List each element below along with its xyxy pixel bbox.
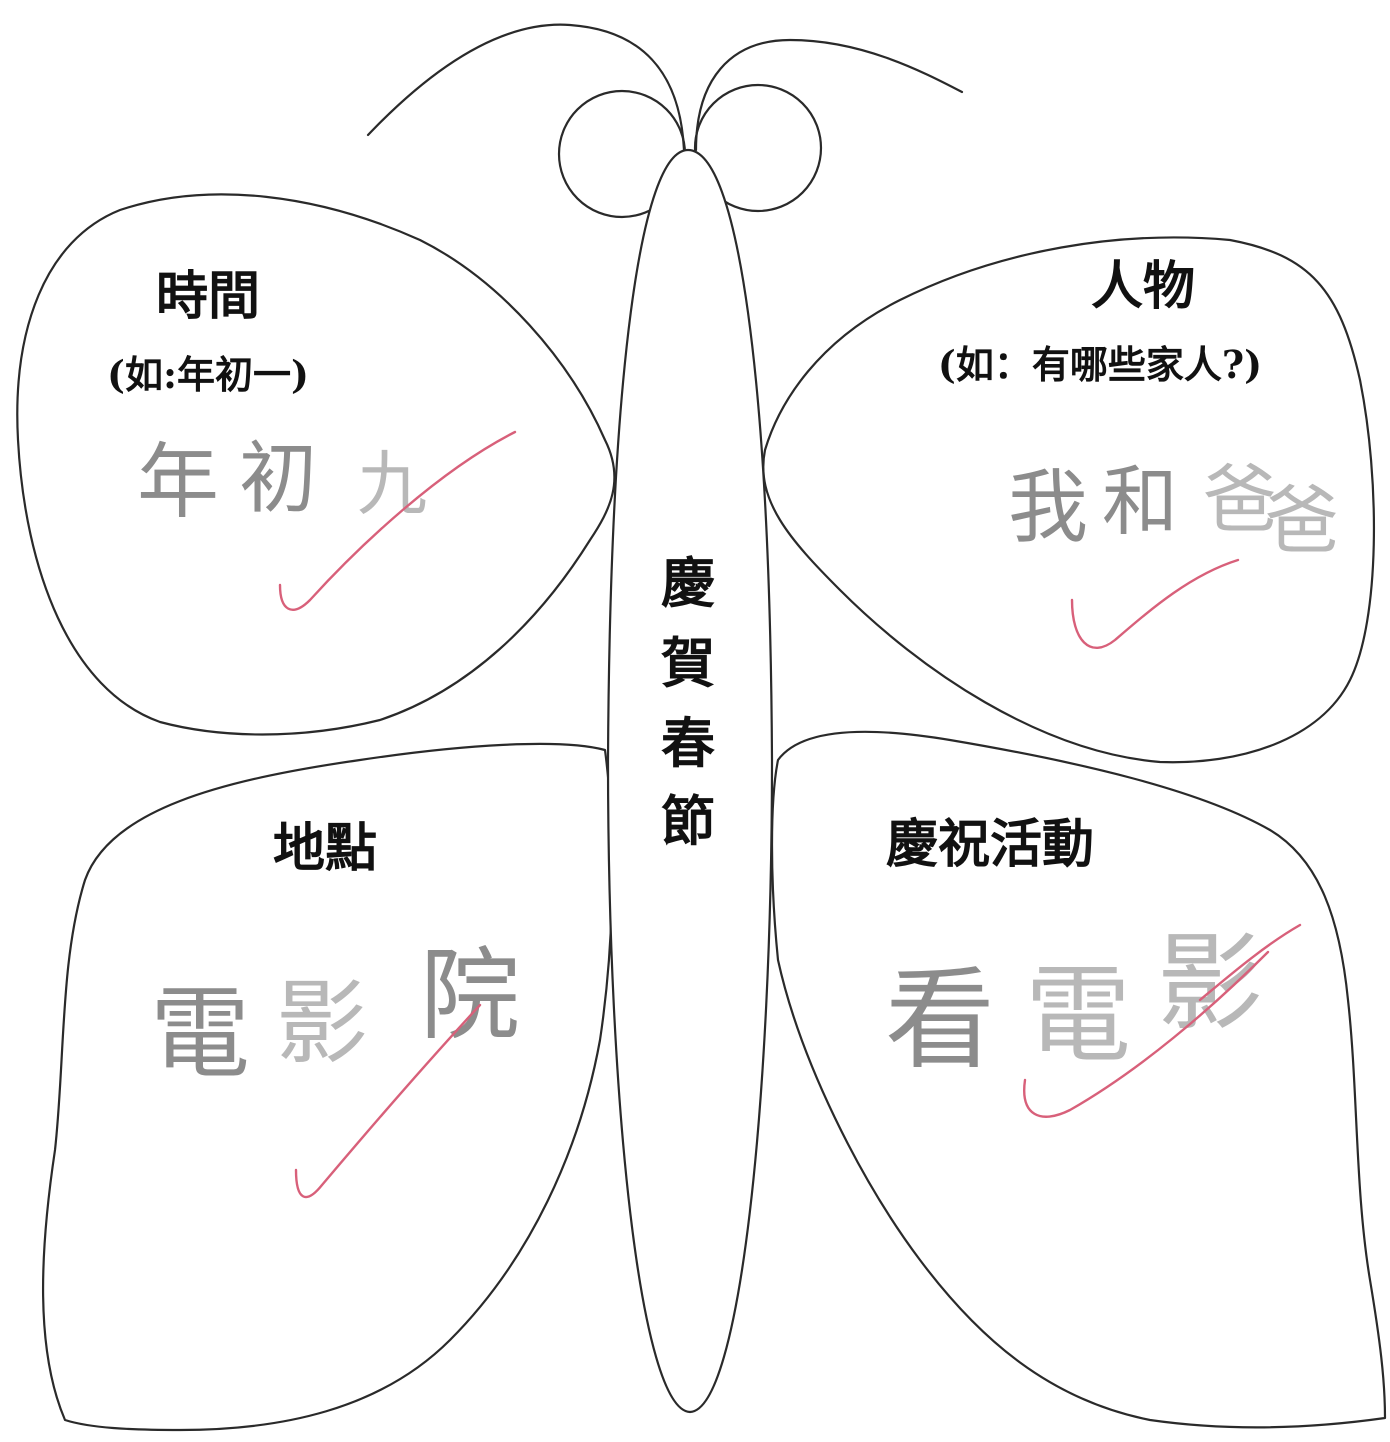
- butterfly-body: [606, 148, 774, 1414]
- wing-people-answer-char-2: 和: [1102, 457, 1178, 546]
- checkmark-icon: [1070, 558, 1240, 649]
- checkmark-icon: [1023, 950, 1270, 1118]
- wing-place: 地點 電 影 院: [150, 818, 520, 1199]
- checkmark-icon: [278, 430, 517, 611]
- wing-activity-title: 慶祝活動: [886, 814, 1094, 875]
- center-title: 慶 賀 春 節: [661, 551, 715, 853]
- center-title-char-1: 慶: [661, 551, 715, 615]
- wing-people-answer-char-4: 爸: [1265, 478, 1339, 564]
- wing-people-answer-char-1: 我: [1008, 461, 1088, 554]
- wing-people-title: 人物: [1091, 256, 1195, 317]
- wing-place-answer-char-1: 電: [150, 975, 250, 1092]
- wing-activity-answer-char-2: 電: [1025, 954, 1131, 1077]
- wing-bottom-right: [770, 730, 1387, 1429]
- wing-activity: 慶祝活動 看 電 影: [885, 814, 1302, 1118]
- wing-place-title: 地點: [273, 818, 377, 879]
- wing-time: 時間 (如:年初一) 年 初 九: [107, 266, 517, 611]
- center-title-char-2: 賀: [661, 631, 715, 695]
- wing-activity-answer-char-3: 影: [1157, 922, 1263, 1045]
- wing-time-answer-char-1: 年: [137, 435, 219, 530]
- wing-people-answer-char-3: 爸: [1203, 457, 1277, 543]
- wing-place-answer-char-2: 影: [276, 970, 368, 1077]
- wing-time-hint: (如:年初一): [107, 352, 309, 397]
- wing-people: 人物 (如：有哪些家人?) 我 和 爸 爸: [938, 256, 1339, 649]
- wing-people-hint: (如：有哪些家人?): [938, 342, 1262, 387]
- wing-top-left: [16, 193, 616, 736]
- wing-activity-answer-char-1: 看: [885, 956, 995, 1084]
- checkmark-icon: [294, 1003, 482, 1199]
- center-title-char-4: 節: [661, 789, 715, 853]
- center-title-char-3: 春: [661, 711, 715, 775]
- wing-time-answer-char-3: 九: [357, 443, 427, 525]
- wing-time-title: 時間: [156, 266, 260, 327]
- wing-time-answer-char-2: 初: [239, 434, 317, 524]
- checkmark-stroke-2: [1198, 923, 1302, 1002]
- wing-top-right: [762, 236, 1376, 764]
- wing-bottom-left: [41, 742, 614, 1432]
- right-antenna: [694, 38, 964, 152]
- left-antenna: [366, 23, 686, 152]
- wing-place-answer-char-3: 院: [420, 937, 520, 1054]
- right-eye: [693, 83, 823, 213]
